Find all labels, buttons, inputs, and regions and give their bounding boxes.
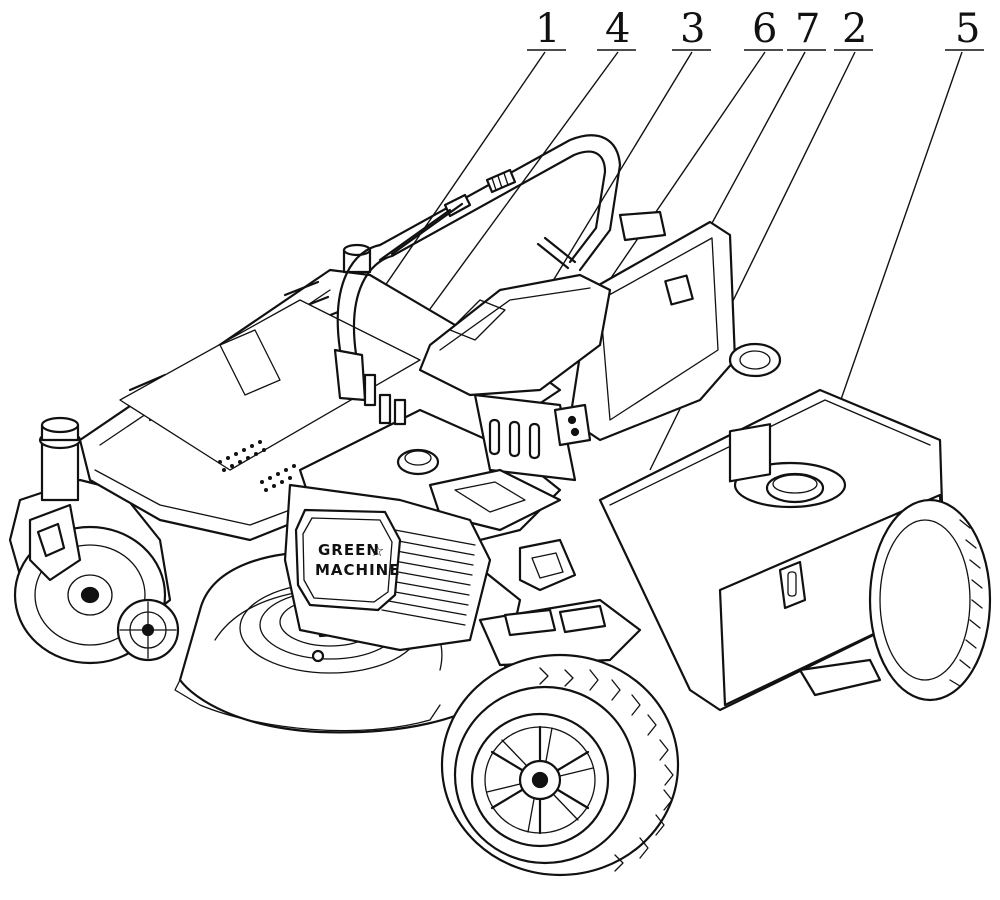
right-body-tank [478, 342, 947, 712]
front-drive-tire [440, 653, 680, 877]
badge-star-icon: ☆ [370, 541, 384, 560]
callout-label-3: 3 [680, 6, 705, 52]
callout-labels: 1 4 3 6 7 2 5 [535, 6, 980, 52]
front-badge-panel: GREEN MACHINE ☆ [283, 483, 492, 652]
leader-3 [527, 51, 693, 323]
callout-label-6: 6 [752, 6, 777, 52]
badge-text-line1: GREEN [318, 541, 380, 559]
callout-label-7: 7 [795, 6, 820, 52]
leader-4 [399, 51, 619, 351]
callout-label-2: 2 [842, 6, 867, 52]
roll-bar-handle [333, 134, 622, 402]
brand-badge [294, 508, 402, 612]
right-rear-tire [868, 498, 992, 702]
seat [418, 210, 737, 442]
callout-label-5: 5 [955, 6, 980, 52]
callout-label-4: 4 [605, 6, 630, 52]
badge-text-line2: MACHINE [315, 561, 400, 579]
callout-label-1: 1 [535, 6, 560, 52]
